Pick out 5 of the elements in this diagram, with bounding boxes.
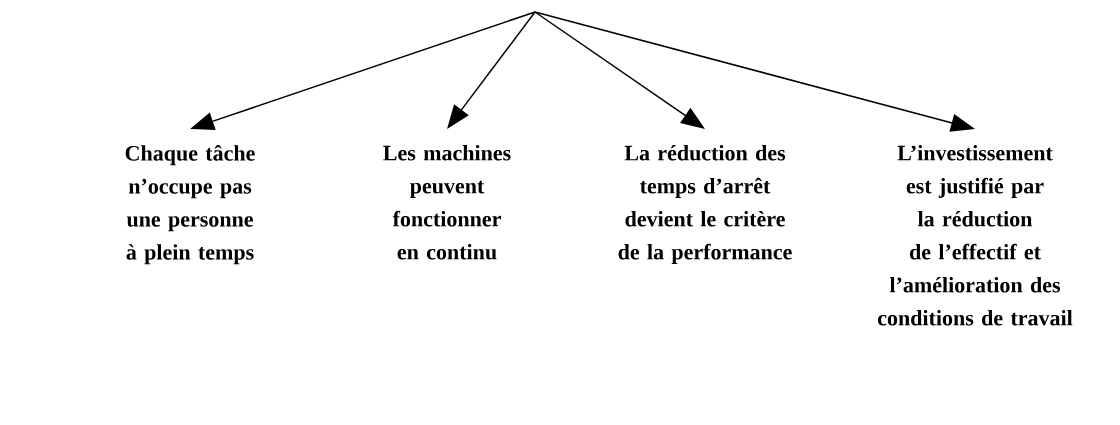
statement-text: La réduction des temps d’arrêt devient le critère de la performance [618, 145, 792, 264]
statement-text: L’investissement est justifié par la réduction de l’effectif et l’amélioration des conditions de travail [877, 145, 1073, 326]
statement-text: Chaque tâche n’occupe pas une personne à plein temps [125, 145, 255, 265]
arrow [447, 11, 536, 129]
statement-text: Les machines peuvent fonctionner en continu [383, 145, 511, 260]
